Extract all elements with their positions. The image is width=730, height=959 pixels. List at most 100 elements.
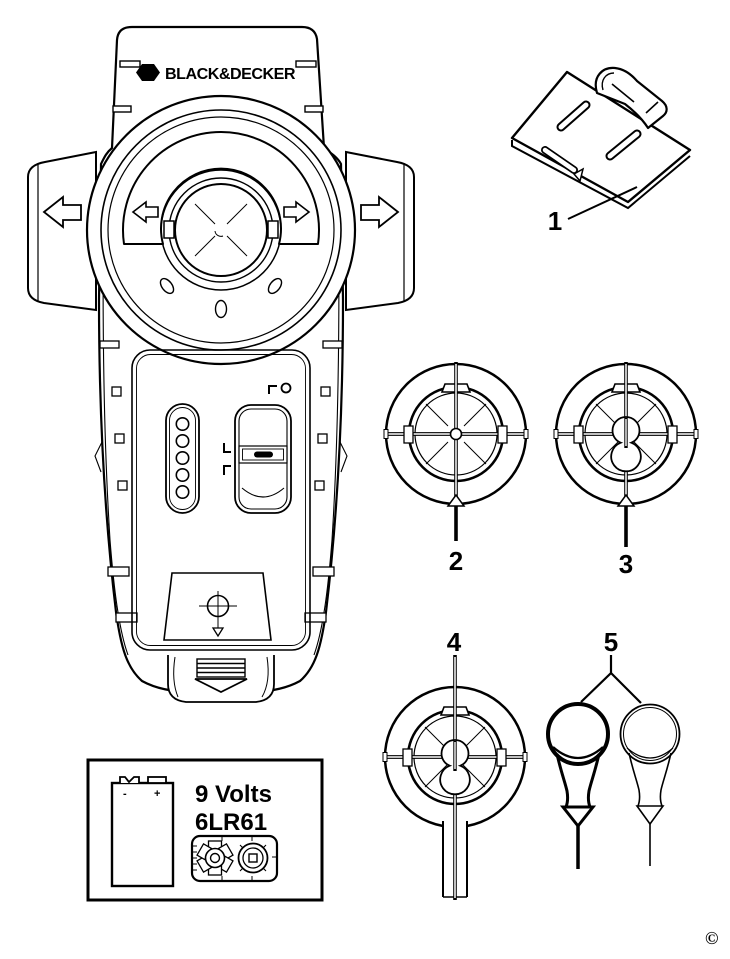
disc-hline-end [382,752,388,762]
dot-symbol [280,382,292,394]
led-housing [165,403,200,514]
head-slot [304,105,324,113]
rib-slot [107,566,130,577]
pin-body-side [586,753,601,808]
pin-head-inner [623,707,677,761]
pin-point-base [635,805,665,826]
battery-terminal-pos [147,776,167,784]
lens-tab [163,220,175,239]
battery-neg-mark: - [123,788,127,800]
part-label-3: 3 [619,549,633,579]
disc-hline-end [523,429,529,439]
snap-inner-circle [204,847,226,869]
disc-hline-block [403,425,414,444]
rib-dot [111,386,122,397]
clip-plate [510,70,692,204]
connector-snap-male [237,842,269,874]
part-label-5: 5 [604,627,618,657]
stud-sensor-device: BLACK&DECKER [27,25,415,703]
snap-connector [190,834,279,883]
panel-outline [131,349,311,651]
led [175,450,190,465]
led-column [165,403,200,514]
control-panel [131,349,311,651]
left-arrow-icon [42,195,82,229]
disc-hline-block [496,748,507,767]
disc-hline-block [573,425,584,444]
battery-terminal-neg [119,776,140,784]
panel-inner-line [136,354,306,646]
latch-side-line [261,656,269,698]
rib-slot [115,612,138,623]
rib-dot [114,433,125,444]
pin-body-side [555,753,570,808]
rib-slot [312,566,335,577]
latch-ribs [196,658,246,678]
right-arrow-icon [360,195,400,229]
head-plate: BLACK&DECKER [112,60,324,113]
level-line-symbol [223,443,231,453]
switch-slider-inner [242,448,284,461]
disc-hline-end [553,429,559,439]
pin-body-side [659,752,672,807]
head-slot [295,60,317,68]
battery-code: 6LR61 [195,809,267,836]
latch-rib-lines [197,662,245,674]
leader-line-5 [580,655,642,704]
head-slot [112,105,132,113]
battery-icon: - + [110,776,175,888]
part-5-pins: 5 [546,627,681,869]
disc-hline-block [497,425,508,444]
edge-bump-right [339,441,348,473]
connector-snap-female [196,840,234,876]
latch [167,655,275,703]
part-label-4: 4 [447,627,462,657]
corner-mark-symbol [268,385,277,394]
dial-ring [107,116,335,344]
disc-center-hole [449,427,463,441]
edge-bump-left [94,441,103,473]
pin-head [546,702,610,766]
logo-text: BLACK&DECKER [165,66,296,83]
corner-line-symbol [223,465,231,475]
pushpin-left [546,702,610,869]
battery-body [110,781,175,888]
lens-crosshair [194,203,248,257]
clip-slot-inner [558,102,589,130]
rib-dot [317,433,328,444]
band-arrow-left-icon [131,200,159,224]
part-3-disc: 3 [553,362,699,579]
rib-slot [322,340,343,349]
battery-pos-mark: + [154,788,160,800]
indicator-oval [214,299,228,319]
snap-mid-circle [242,847,264,869]
rib-dot [117,480,128,491]
side-ribs [94,340,348,623]
part-4-disc-stem: 4 [382,627,528,900]
crosshair-line [194,235,216,257]
direction-band [122,131,320,245]
disc-bottom-notch [616,493,636,507]
battery-voltage: 9 Volts [195,781,272,808]
pin-head-inner-arc [626,747,674,759]
crosshair-line [226,203,248,225]
pushpin-right [619,703,681,866]
part-label-1: 1 [548,206,562,236]
indicator-ovals [159,277,283,319]
clip-hook-notch-line [645,101,659,114]
led-housing-inner [169,407,196,510]
indicator-oval [267,277,283,295]
stem-sides [442,821,468,897]
part-label-2: 2 [449,546,463,576]
left-wing [27,150,97,312]
disc-hline-block [402,748,413,767]
crosshair-line [194,203,216,225]
pin-body-side [628,752,641,807]
led [175,467,190,482]
right-wing [345,150,415,312]
clip-slot-inner [607,131,640,159]
switch-thumb-curve [241,487,285,498]
pin-head-inner-arc [552,746,604,760]
